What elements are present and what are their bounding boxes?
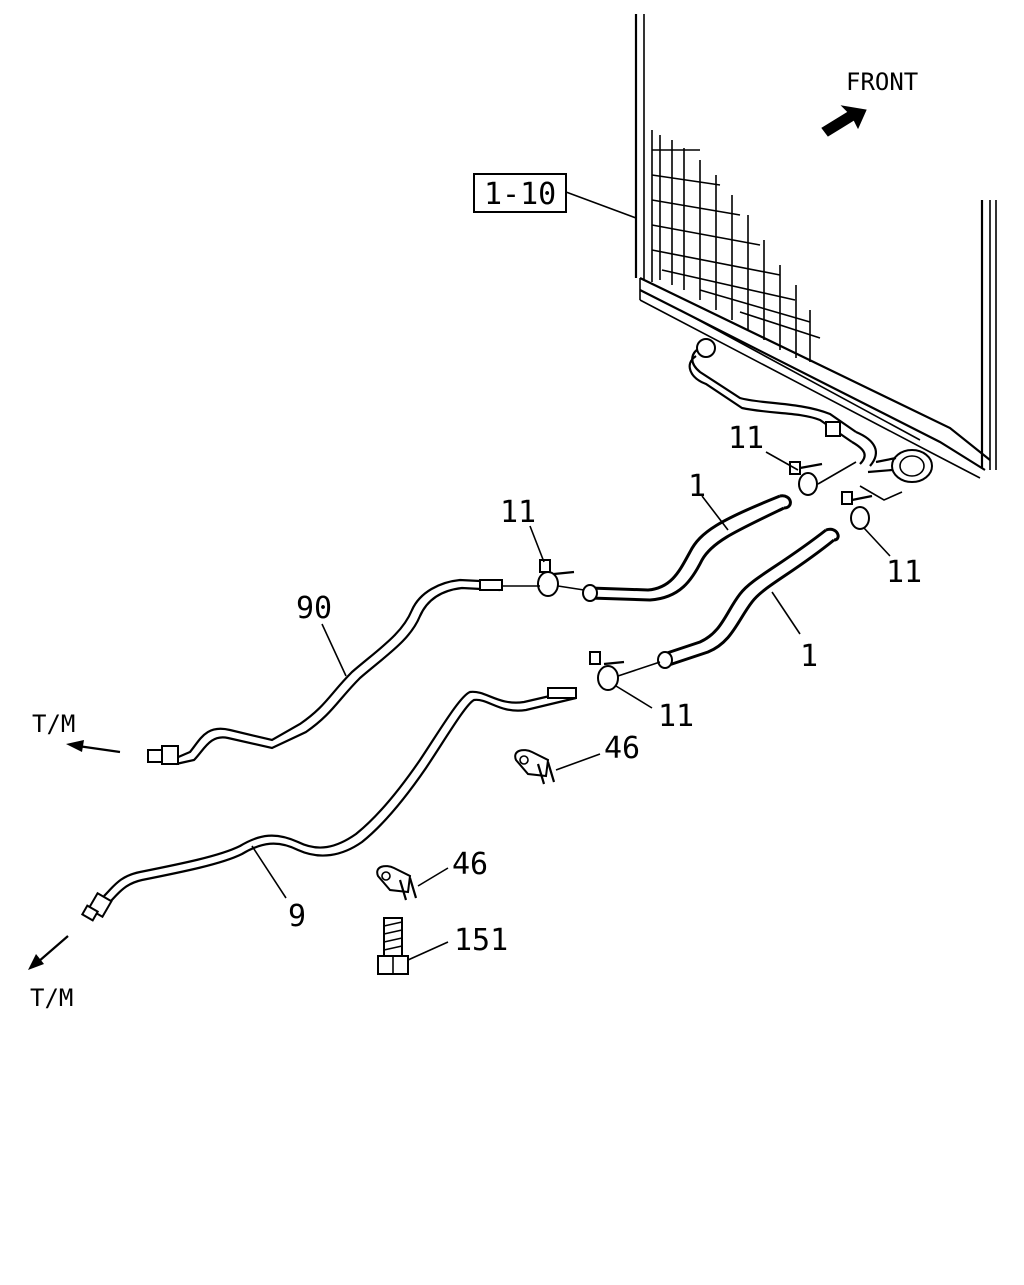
tm-upper-indicator: T/M bbox=[32, 710, 121, 754]
callout-clamp-right: 11 bbox=[886, 555, 922, 590]
callout-clamp-top: 11 bbox=[728, 421, 764, 456]
callout-hose-lower: 1 bbox=[800, 639, 818, 674]
tm-lower-arrow-icon bbox=[37, 935, 69, 963]
clamp-mid-lower bbox=[589, 651, 661, 691]
hose-upper bbox=[582, 494, 792, 602]
tm-lower-label: T/M bbox=[30, 984, 73, 1012]
front-label: FRONT bbox=[846, 68, 918, 96]
cooler-internal-pipe bbox=[688, 338, 877, 467]
clamp-mid-left bbox=[500, 559, 585, 597]
tm-upper-label: T/M bbox=[32, 710, 75, 738]
reference-box-label: 1-10 bbox=[484, 177, 556, 212]
pipe-lower bbox=[80, 687, 577, 922]
callout-bolt: 151 bbox=[454, 923, 508, 958]
callout-labels: 1 1 11 11 11 11 90 9 46 46 151 bbox=[288, 421, 922, 958]
clamp-right bbox=[841, 491, 873, 530]
tm-lower-indicator: T/M bbox=[28, 935, 73, 1012]
front-direction-indicator: FRONT bbox=[821, 68, 918, 137]
front-arrow-icon bbox=[821, 105, 867, 137]
bracket-lower bbox=[376, 865, 449, 901]
callout-bracket-upper: 46 bbox=[604, 731, 640, 766]
clamp-upper-right bbox=[789, 461, 857, 496]
callout-clamp-mid-left: 11 bbox=[500, 495, 536, 530]
callout-bracket-lower: 46 bbox=[452, 847, 488, 882]
hose-lower bbox=[657, 527, 840, 669]
callout-pipe-upper: 90 bbox=[296, 591, 332, 626]
radiator-core-grid bbox=[651, 135, 821, 362]
callout-hose-upper: 1 bbox=[688, 469, 706, 504]
callout-pipe-lower: 9 bbox=[288, 899, 306, 934]
pipe-upper bbox=[147, 578, 503, 766]
radiator-assembly bbox=[634, 14, 997, 501]
bolt bbox=[377, 917, 449, 975]
leader-lines bbox=[251, 451, 891, 899]
callout-clamp-mid-lower: 11 bbox=[658, 699, 694, 734]
reference-box: 1-10 bbox=[473, 173, 637, 219]
tm-upper-arrow-icon bbox=[77, 744, 121, 754]
bracket-upper bbox=[514, 749, 601, 785]
radiator-bottom-tank bbox=[639, 277, 991, 479]
cooler-outlet-fitting bbox=[859, 449, 933, 501]
